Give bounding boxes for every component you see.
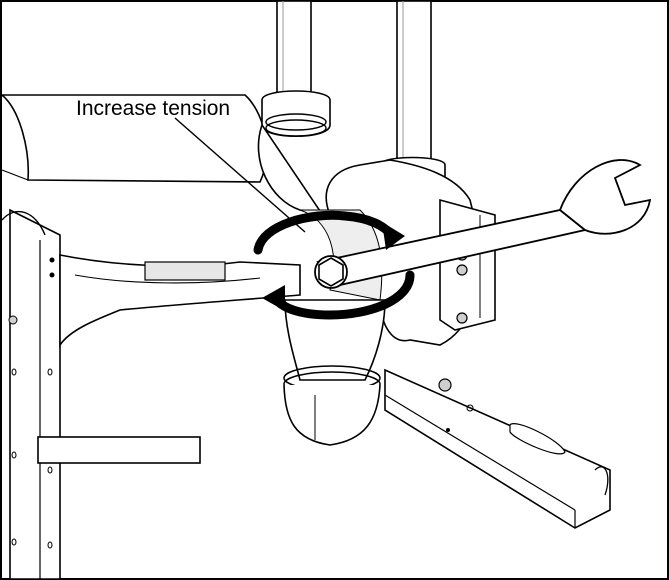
plate-slot xyxy=(11,451,17,459)
plate-screw xyxy=(8,315,18,325)
plate-hole xyxy=(49,272,55,278)
plate-slot xyxy=(11,368,17,376)
plate-slot xyxy=(47,541,53,549)
plate-slot xyxy=(47,466,53,474)
arm-inner xyxy=(74,274,261,284)
mounting-rail xyxy=(384,368,611,529)
wrench-icon xyxy=(314,159,652,289)
upper-housing xyxy=(0,94,268,183)
wall-plate xyxy=(1,208,61,580)
upper-housing-edge xyxy=(1,169,29,181)
side-bracket xyxy=(439,198,496,331)
plate-hole xyxy=(49,257,55,263)
plate-slot xyxy=(11,538,17,546)
swivel-cylinder xyxy=(283,299,386,446)
circular-arrow-icon xyxy=(253,210,415,320)
arm-clip xyxy=(144,261,226,281)
callout-label: Increase tension xyxy=(76,97,231,120)
callout-leader xyxy=(174,117,306,233)
arm xyxy=(59,254,301,348)
plate-slot xyxy=(47,368,53,376)
cross-bar xyxy=(37,436,201,464)
pole-collar-left xyxy=(261,90,331,138)
